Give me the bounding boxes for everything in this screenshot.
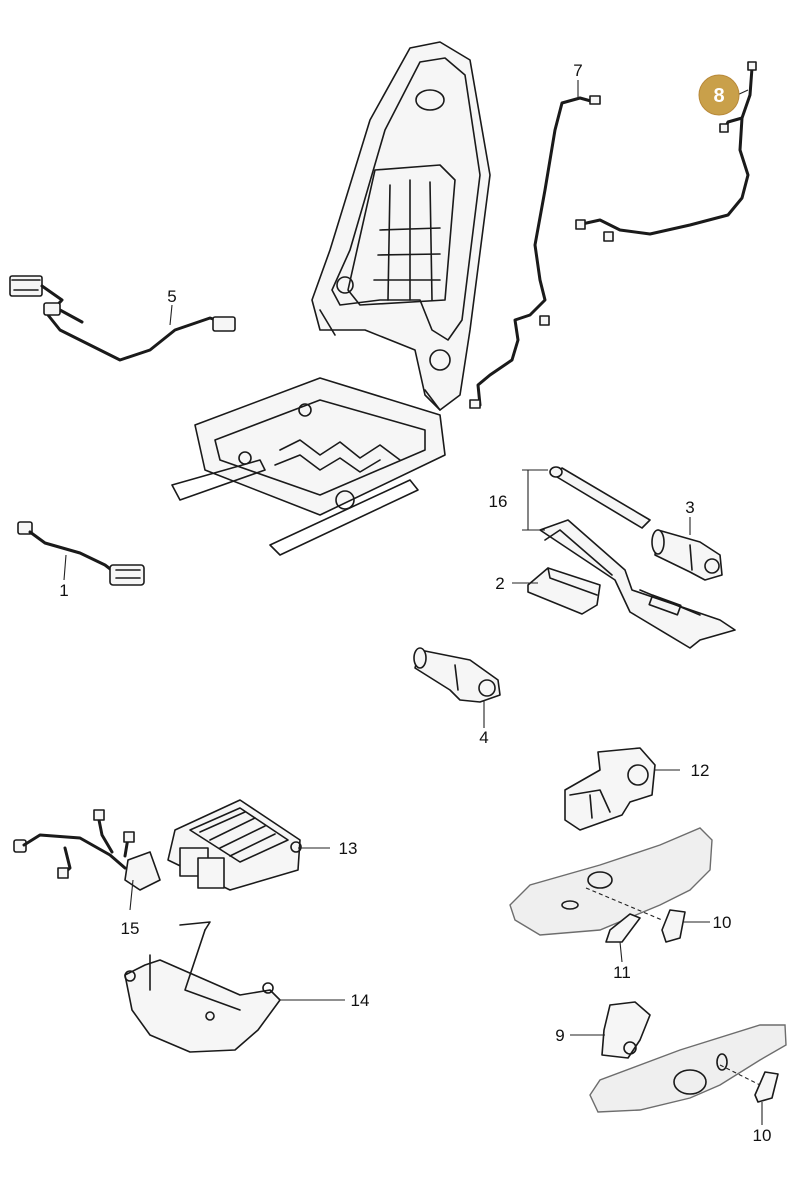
callout-14: 14 [351, 991, 370, 1010]
part-14-bracket [124, 921, 281, 1053]
part-1-wire-harness [17, 521, 145, 586]
callout-8-badge[interactable] [698, 74, 740, 116]
callout-5: 5 [167, 287, 176, 306]
part-10-trim-ring-upper [661, 909, 686, 943]
part-2-mounting-plate [527, 567, 601, 615]
part-8-wire-harness [575, 61, 757, 242]
callout-3: 3 [685, 498, 694, 517]
seat-base-frame [171, 377, 446, 556]
callout-10-lower: 10 [753, 1126, 772, 1145]
callout-2: 2 [495, 574, 504, 593]
callout-4: 4 [479, 728, 488, 747]
callout-15: 15 [121, 919, 140, 938]
callout-9: 9 [555, 1026, 564, 1045]
part-11-trim-ring [605, 913, 641, 943]
callout-16: 16 [489, 492, 508, 511]
part-15-wire-harness [13, 809, 161, 891]
part-7-wire-harness [469, 95, 601, 409]
callout-8[interactable]: 8 [713, 85, 724, 107]
part-13-control-unit [167, 799, 302, 891]
callout-7: 7 [573, 61, 582, 80]
seat-backrest-frame [311, 41, 491, 411]
part-5-wire-harness [9, 275, 236, 362]
callout-13: 13 [339, 839, 358, 858]
callout-11: 11 [613, 963, 631, 982]
callout-12: 12 [691, 761, 710, 780]
part-16-tube-and-bracket [539, 466, 736, 649]
part-3-motor [651, 529, 723, 581]
part-12-switch-assembly [564, 747, 656, 831]
part-4-motor [413, 647, 501, 703]
callout-8-highlight[interactable]: 8 [698, 74, 740, 116]
seat-trim-panel-upper [509, 827, 713, 936]
part-10-trim-ring-lower [754, 1071, 779, 1103]
part-9-switch [601, 1001, 651, 1059]
callout-10-upper: 10 [713, 913, 732, 932]
seat-trim-panel-lower [589, 1024, 787, 1113]
callout-1: 1 [59, 581, 68, 600]
